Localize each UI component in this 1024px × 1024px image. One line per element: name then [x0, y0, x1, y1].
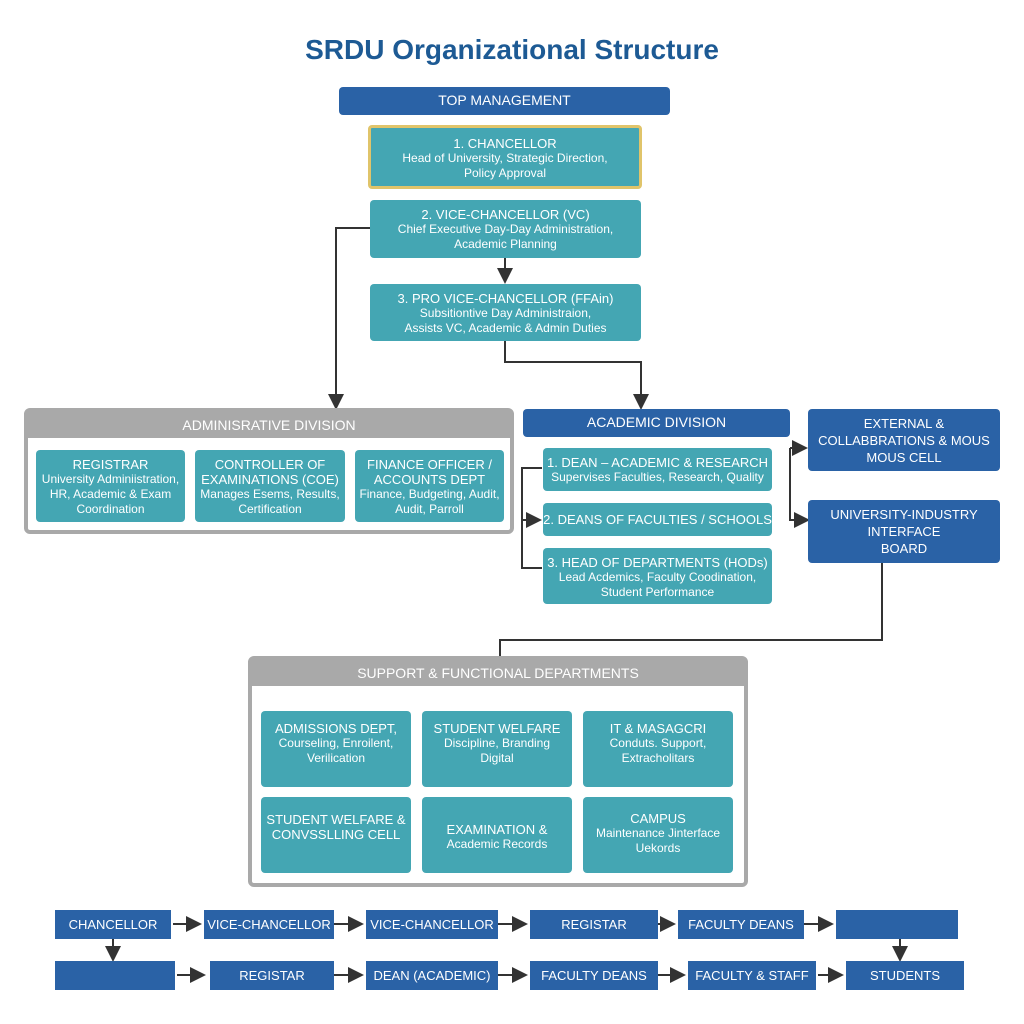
industry-line: INTERFACE [867, 524, 941, 539]
vice-chancellor-box: 2. VICE-CHANCELLOR (VC) Chief Executive … [370, 200, 641, 258]
support-box-line: STUDENT WELFARE [433, 721, 561, 736]
pro-vice-chancellor-line: Assists VC, Academic & Admin Duties [404, 321, 607, 335]
university-industry-board: UNIVERSITY-INDUSTRY INTERFACE BOARD [808, 500, 1000, 563]
support-box-line: Discipline, Branding [443, 736, 551, 750]
external-collaborations-cell: EXTERNAL & COLLABBRATIONS & MOUS MOUS CE… [808, 409, 1000, 471]
chancellor-box: 1. CHANCELLOR Head of University, Strate… [368, 125, 642, 189]
support-box-line: CAMPUS [630, 811, 686, 826]
admissions-dept-box: ADMISSIONS DEPT, Courseling, Enroilent, … [261, 711, 411, 787]
industry-line: UNIVERSITY-INDUSTRY [830, 507, 978, 522]
support-box-line: Extracholitars [621, 751, 695, 765]
support-box-line: Courseling, Enroilent, [278, 736, 394, 750]
pro-vice-chancellor-title: 3. PRO VICE-CHANCELLOR (FFAin) [397, 291, 614, 306]
examination-records-box: EXAMINATION & Academic Records [422, 797, 572, 873]
support-box-line: Verilication [306, 751, 366, 765]
flow-node [836, 910, 958, 939]
industry-line: BOARD [880, 541, 928, 556]
counselling-cell-box: STUDENT WELFARE & CONVSSLLING CELL [261, 797, 411, 873]
head-of-departments-box: 3. HEAD OF DEPARTMENTS (HODs) Lead Acdem… [543, 548, 772, 604]
finance-officer-box: FINANCE OFFICER / ACCOUNTS DEPT Finance,… [355, 450, 504, 522]
flow-node: FACULTY DEANS [678, 910, 804, 939]
support-box-line: Academic Records [446, 837, 548, 851]
page-title: SRDU Organizational Structure [305, 34, 719, 65]
flow-node: FACULTY & STAFF [688, 961, 816, 990]
finance-line: Finance, Budgeting, Audit, [359, 487, 500, 501]
finance-line: Audit, Parroll [395, 502, 464, 516]
deans-of-faculties-title: 2. DEANS OF FACULTIES / SCHOOLS [543, 512, 772, 527]
vice-chancellor-line: Academic Planning [454, 237, 557, 251]
support-box-line: STUDENT WELFARE & [266, 812, 406, 827]
controller-title: CONTROLLER OF [214, 457, 326, 472]
dean-academic-line: Supervises Faculties, Research, Quality [551, 470, 764, 484]
support-box-line: Digital [480, 751, 514, 765]
controller-title: EXAMINATIONS (COE) [201, 472, 339, 487]
deans-of-faculties-box: 2. DEANS OF FACULTIES / SCHOOLS [543, 503, 772, 536]
vice-chancellor-line: Chief Executive Day-Day Administration, [397, 222, 614, 236]
registrar-title: REGISTRAR [72, 457, 149, 472]
chancellor-line: Policy Approval [463, 166, 547, 180]
flow-node: DEAN (ACADEMIC) [366, 961, 498, 990]
administrative-division-heading: ADMINISRATIVE DIVISION [28, 412, 510, 438]
flow-node: CHANCELLOR [55, 910, 171, 939]
hod-line: Student Performance [600, 585, 715, 599]
finance-title: FINANCE OFFICER / [367, 457, 492, 472]
flow-node: REGISTAR [530, 910, 658, 939]
support-box-line: ADMISSIONS DEPT, [274, 721, 398, 736]
pro-vice-chancellor-box: 3. PRO VICE-CHANCELLOR (FFAin) Subsition… [370, 284, 641, 341]
chancellor-line: Head of University, Strategic Direction, [402, 151, 608, 165]
hod-line: Lead Acdemics, Faculty Coodination, [558, 570, 757, 584]
registrar-line: University Adminiistration, [41, 472, 180, 486]
it-box: IT & MASAGCRI Conduts. Support, Extracho… [583, 711, 733, 787]
dean-academic-title: 1. DEAN – ACADEMIC & RESEARCH [546, 455, 769, 470]
flow-node: STUDENTS [846, 961, 964, 990]
registrar-line: Coordination [76, 502, 145, 516]
finance-title: ACCOUNTS DEPT [373, 472, 486, 487]
campus-maintenance-box: CAMPUS Maintenance Jinterface Uekords [583, 797, 733, 873]
flow-node: FACULTY DEANS [530, 961, 658, 990]
student-welfare-box: STUDENT WELFARE Discipline, Branding Dig… [422, 711, 572, 787]
dean-academic-box: 1. DEAN – ACADEMIC & RESEARCH Supervises… [543, 448, 772, 491]
registrar-box: REGISTRAR University Adminiistration, HR… [36, 450, 185, 522]
support-box-line: EXAMINATION & [446, 822, 548, 837]
top-management-header: TOP MANAGEMENT [339, 87, 670, 115]
chancellor-title: 1. CHANCELLOR [453, 136, 557, 151]
support-box-line: Uekords [635, 841, 681, 855]
external-line: MOUS CELL [866, 449, 942, 465]
external-line: EXTERNAL & [863, 415, 945, 431]
pro-vice-chancellor-line: Subsitiontive Day Administraion, [419, 306, 592, 320]
support-box-line: Maintenance Jinterface [595, 826, 721, 840]
flow-node: VICE-CHANCELLOR [204, 910, 334, 939]
vice-chancellor-title: 2. VICE-CHANCELLOR (VC) [421, 207, 590, 222]
support-box-line: IT & MASAGCRI [609, 721, 707, 736]
controller-line: Manages Esems, Results, [200, 487, 340, 501]
flow-node: VICE-CHANCELLOR [366, 910, 498, 939]
support-heading: SUPPORT & FUNCTIONAL DEPARTMENTS [252, 660, 744, 686]
academic-division-heading: ACADEMIC DIVISION [523, 409, 790, 437]
controller-of-examinations-box: CONTROLLER OF EXAMINATIONS (COE) Manages… [195, 450, 345, 522]
flow-node: REGISTAR [210, 961, 334, 990]
registrar-line: HR, Academic & Exam [49, 487, 172, 501]
hod-title: 3. HEAD OF DEPARTMENTS (HODs) [547, 555, 768, 570]
controller-line: Certification [238, 502, 302, 516]
external-line: COLLABBRATIONS & MOUS [818, 432, 990, 448]
support-box-line: Conduts. Support, [609, 736, 707, 750]
support-box-line: CONVSSLLING CELL [271, 827, 401, 842]
flow-node [55, 961, 175, 990]
